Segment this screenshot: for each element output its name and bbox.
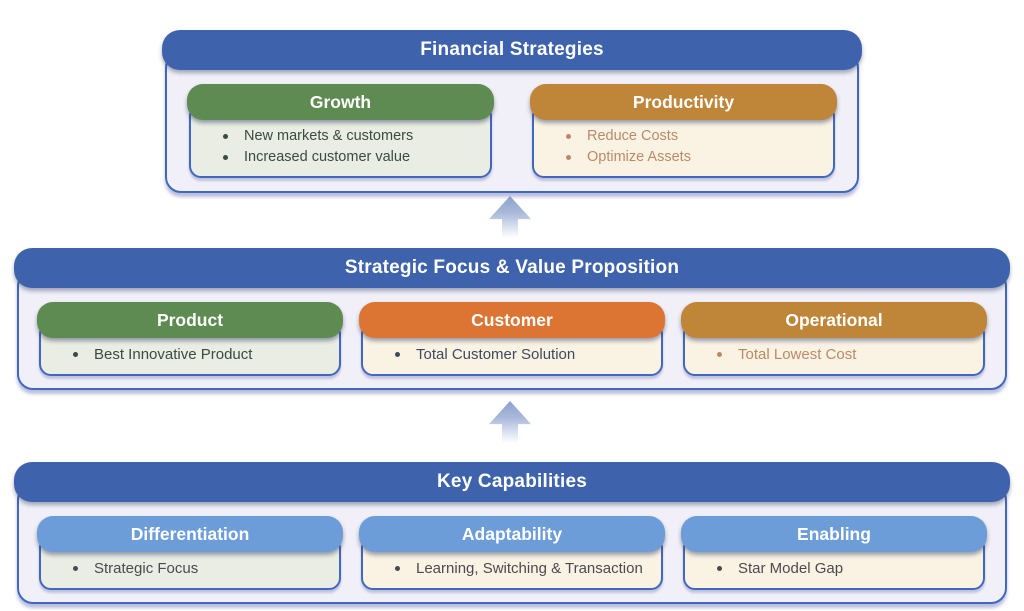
tier-body-financial-strategies: Growth New markets & customers Increased… (165, 52, 859, 193)
bullet-item: New markets & customers (201, 126, 480, 147)
card-customer: Customer Total Customer Solution (359, 302, 665, 376)
card-title-customer: Customer (359, 302, 665, 338)
tier-title-strategic-focus: Strategic Focus & Value Proposition (14, 248, 1010, 288)
bullet-item: Learning, Switching & Transaction (373, 558, 651, 579)
bullet-list: New markets & customers Increased custom… (201, 126, 480, 168)
bullet-icon (395, 352, 400, 357)
up-arrow-icon (489, 196, 531, 238)
card-growth: Growth New markets & customers Increased… (187, 84, 494, 178)
bullet-icon (566, 155, 571, 160)
bullet-item: Best Innovative Product (51, 344, 329, 365)
tier-body-key-capabilities: Differentiation Strategic Focus Adaptabi… (17, 484, 1007, 604)
bullet-icon (717, 352, 722, 357)
tier-financial-strategies: Financial Strategies Growth New markets … (162, 30, 862, 193)
card-differentiation: Differentiation Strategic Focus (37, 516, 343, 590)
tier-body-strategic-focus: Product Best Innovative Product Customer… (17, 270, 1007, 390)
card-enabling: Enabling Star Model Gap (681, 516, 987, 590)
bullet-icon (73, 352, 78, 357)
card-adaptability: Adaptability Learning, Switching & Trans… (359, 516, 665, 590)
card-title-adaptability: Adaptability (359, 516, 665, 552)
tier-title-key-capabilities: Key Capabilities (14, 462, 1010, 502)
card-title-differentiation: Differentiation (37, 516, 343, 552)
up-arrow-icon (489, 401, 531, 443)
bullet-list: Learning, Switching & Transaction (373, 558, 651, 579)
card-productivity: Productivity Reduce Costs Optimize Asset… (530, 84, 837, 178)
tier-key-capabilities: Key Capabilities Differentiation Strateg… (14, 462, 1010, 604)
bullet-icon (223, 155, 228, 160)
card-title-growth: Growth (187, 84, 494, 120)
bullet-list: Strategic Focus (51, 558, 329, 579)
card-operational: Operational Total Lowest Cost (681, 302, 987, 376)
bullet-icon (73, 566, 78, 571)
bullet-item: Total Lowest Cost (695, 344, 973, 365)
bullet-item: Increased customer value (201, 147, 480, 168)
tier-title-financial-strategies: Financial Strategies (162, 30, 862, 70)
card-title-operational: Operational (681, 302, 987, 338)
bullet-icon (223, 134, 228, 139)
bullet-list: Best Innovative Product (51, 344, 329, 365)
bullet-icon (566, 134, 571, 139)
bullet-item: Optimize Assets (544, 147, 823, 168)
card-title-product: Product (37, 302, 343, 338)
bullet-list: Total Customer Solution (373, 344, 651, 365)
bullet-item: Reduce Costs (544, 126, 823, 147)
tier-strategic-focus: Strategic Focus & Value Proposition Prod… (14, 248, 1010, 390)
card-product: Product Best Innovative Product (37, 302, 343, 376)
bullet-list: Total Lowest Cost (695, 344, 973, 365)
bullet-list: Reduce Costs Optimize Assets (544, 126, 823, 168)
card-title-productivity: Productivity (530, 84, 837, 120)
bullet-icon (717, 566, 722, 571)
card-title-enabling: Enabling (681, 516, 987, 552)
bullet-item: Star Model Gap (695, 558, 973, 579)
bullet-item: Strategic Focus (51, 558, 329, 579)
bullet-icon (395, 566, 400, 571)
bullet-list: Star Model Gap (695, 558, 973, 579)
bullet-item: Total Customer Solution (373, 344, 651, 365)
